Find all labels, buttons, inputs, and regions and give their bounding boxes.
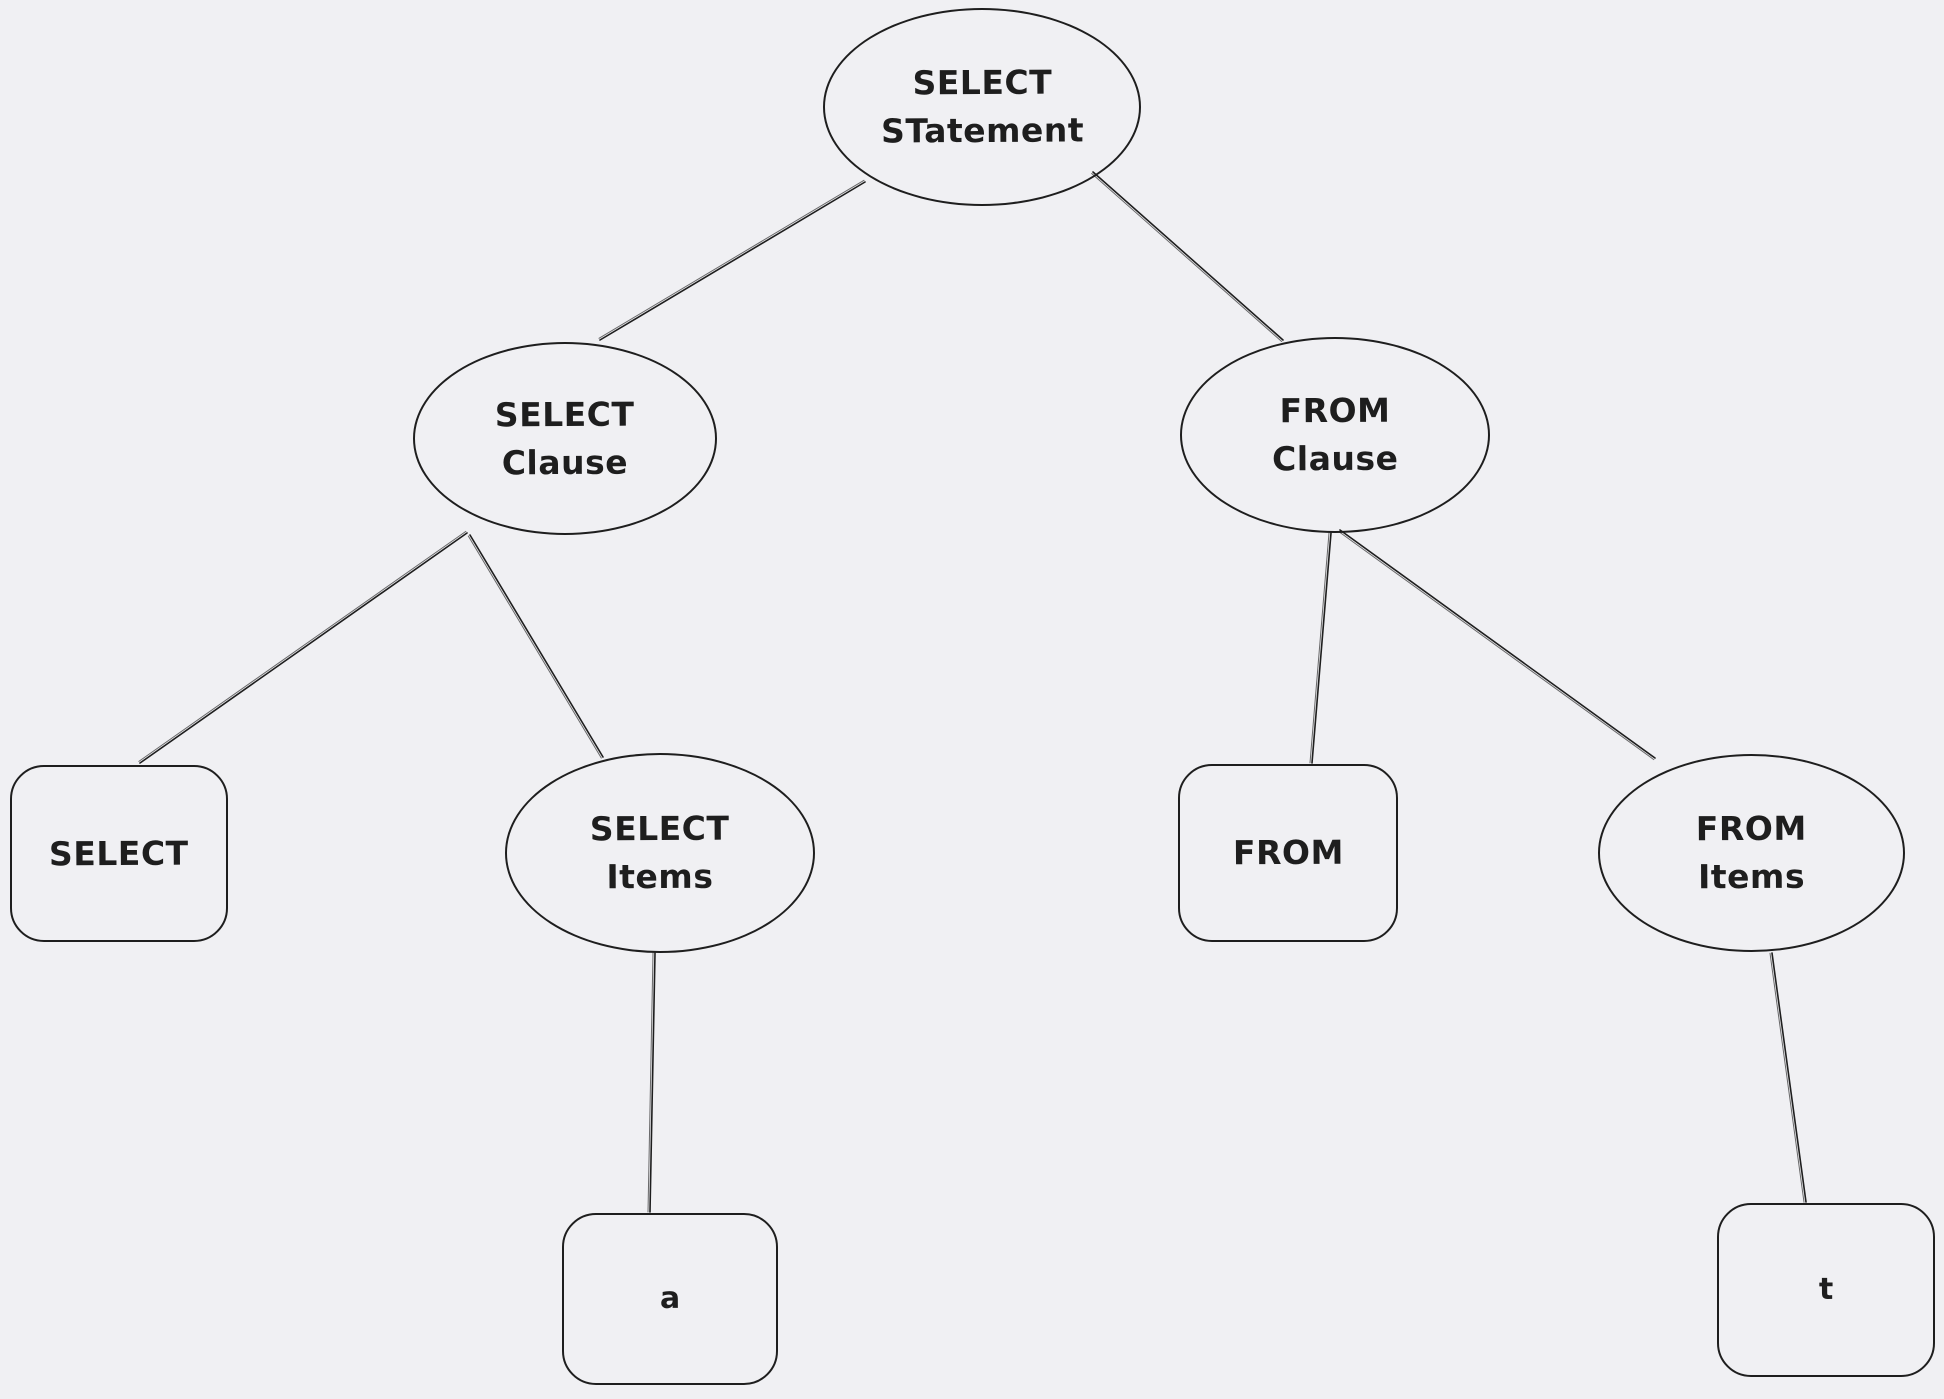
node-label-value-t: t	[1818, 1272, 1834, 1308]
node-select-items[interactable]: SELECT Items	[505, 753, 815, 953]
node-label-select-items: SELECT Items	[589, 808, 730, 897]
node-label-select-keyword: SELECT	[49, 833, 189, 873]
edge-fromclause-fromitems[interactable]	[1338, 529, 1656, 761]
node-label-value-a: a	[659, 1281, 681, 1317]
node-label-from-items: FROM Items	[1695, 808, 1807, 897]
edge-selectclause-select[interactable]	[138, 530, 468, 764]
node-from-clause[interactable]: FROM Clause	[1180, 337, 1490, 533]
edge-statement-fromclause[interactable]	[1091, 171, 1284, 342]
node-select-keyword[interactable]: SELECT	[10, 765, 228, 942]
edge-selectclause-selectitems[interactable]	[467, 534, 604, 759]
node-label-select-statement: SELECT STatement	[880, 62, 1084, 151]
edge-fromclause-from[interactable]	[1309, 532, 1332, 764]
node-select-statement[interactable]: SELECT STatement	[823, 8, 1141, 206]
node-value-t[interactable]: t	[1717, 1203, 1935, 1377]
edge-statement-selectclause[interactable]	[598, 179, 866, 341]
edge-selectitems-a[interactable]	[647, 952, 656, 1213]
node-label-from-clause: FROM Clause	[1271, 390, 1399, 479]
node-select-clause[interactable]: SELECT Clause	[413, 342, 717, 535]
edge-fromitems-t[interactable]	[1769, 952, 1807, 1203]
node-label-from-keyword: FROM	[1232, 832, 1344, 873]
node-from-items[interactable]: FROM Items	[1598, 754, 1905, 952]
node-from-keyword[interactable]: FROM	[1178, 764, 1398, 942]
node-value-a[interactable]: a	[562, 1213, 778, 1385]
node-label-select-clause: SELECT Clause	[494, 394, 635, 482]
